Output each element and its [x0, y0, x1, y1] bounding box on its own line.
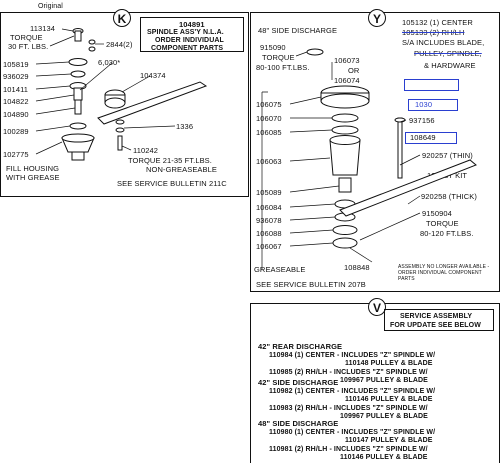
- part-number: 6,030*: [98, 58, 121, 67]
- y-bolt: [397, 117, 403, 179]
- section-line: 110985 (2) RH/LH - INCLUDES "Z" SPINDLE …: [269, 369, 428, 376]
- part-number: 9150904: [422, 209, 452, 218]
- fill-housing-label: FILL HOUSING: [6, 164, 60, 173]
- section-line: 110146 PULLEY & BLADE: [340, 454, 428, 461]
- note-line: & HARDWARE: [424, 61, 476, 70]
- note-line: 105132 (1) CENTER: [402, 18, 473, 27]
- panel-y-note: 105132 (1) CENTER 105133 (2) RH/LH S/A I…: [398, 17, 496, 83]
- note-line: SPINDLE ASS'Y N.L.A.: [147, 29, 224, 36]
- part-number: 108848: [344, 263, 370, 272]
- part-number: 1336: [176, 122, 194, 131]
- part-number: 104890: [3, 110, 29, 119]
- part-number: 104374: [140, 71, 166, 80]
- note-line: S/A INCLUDES BLADE,: [402, 38, 485, 47]
- section-title: 48" SIDE DISCHARGE: [258, 419, 339, 428]
- part-number: 920258 (THICK): [421, 192, 478, 201]
- part-number: 2844(2): [106, 40, 133, 49]
- torque-label: TORQUE: [262, 53, 295, 62]
- part-number: 113134: [30, 24, 56, 33]
- part-number: 936078: [256, 216, 282, 225]
- part-number: 104822: [3, 97, 29, 106]
- section-line: 110148 PULLEY & BLADE: [345, 360, 433, 367]
- section-line: 109967 PULLEY & BLADE: [340, 377, 428, 384]
- highlight-box: 108649: [405, 132, 457, 144]
- service-header: SERVICE ASSEMBLY: [400, 313, 473, 320]
- section-line: 110984 (1) CENTER - INCLUDES "Z" SPINDLE…: [269, 352, 436, 359]
- part-number: 105819: [3, 60, 29, 69]
- torque-label: TORQUE 21-35 FT.LBS.: [128, 156, 212, 165]
- torque-note: NON-GREASEABLE: [146, 165, 218, 174]
- torque-value: 80-120 FT.LBS.: [420, 229, 474, 238]
- part-number: 101411: [3, 85, 29, 94]
- service-header: FOR UPDATE SEE BELOW: [390, 322, 481, 329]
- part-number: 915090: [260, 43, 286, 52]
- k-spindle-stack: [61, 28, 96, 161]
- section-line: 110146 PULLEY & BLADE: [345, 396, 433, 403]
- torque-label: TORQUE: [10, 33, 43, 42]
- torque-label: TORQUE: [426, 219, 459, 228]
- k-pulley: [104, 89, 126, 109]
- part-number: 102775: [3, 150, 29, 159]
- greaseable-label: GREASEABLE: [254, 265, 306, 274]
- section-line: 110980 (1) CENTER - INCLUDES "Z" SPINDLE…: [269, 429, 436, 436]
- section-title: 42" SIDE DISCHARGE: [258, 378, 339, 387]
- section-line: 109967 PULLEY & BLADE: [340, 413, 428, 420]
- part-number: 106088: [256, 229, 282, 238]
- part-number: 110242: [133, 146, 159, 155]
- note-line: ORDER INDIVIDUAL: [155, 37, 224, 44]
- assembly-note: PARTS: [398, 276, 415, 282]
- note-line: COMPONENT PARTS: [151, 45, 224, 52]
- part-number: 920257 (THIN): [422, 151, 473, 160]
- note-line: PULLEY, SPINDLE,: [414, 49, 482, 58]
- assembly-note: ORDER INDIVIDUAL COMPONENT: [398, 270, 482, 276]
- original-label: Original: [38, 3, 63, 10]
- part-number: 106067: [256, 242, 282, 251]
- panel-v-letter: V: [368, 298, 386, 316]
- part-number: 105089: [256, 188, 282, 197]
- part-number: 108649: [410, 133, 436, 142]
- highlight-box: [404, 79, 459, 91]
- part-number: 106074: [334, 76, 360, 85]
- service-bulletin: SEE SERVICE BULLETIN 207B: [256, 280, 366, 289]
- discharge-label: 48" SIDE DISCHARGE: [258, 26, 338, 35]
- service-assembly-box: SERVICE ASSEMBLY FOR UPDATE SEE BELOW: [384, 309, 494, 331]
- part-number: 936029: [3, 72, 29, 81]
- part-number: 106063: [256, 157, 282, 166]
- service-bulletin: SEE SERVICE BULLETIN 211C: [117, 179, 227, 188]
- part-number: 1030: [415, 100, 433, 109]
- highlight-box: 1030: [408, 99, 458, 111]
- panel-k-note-box: 104891 SPINDLE ASS'Y N.L.A. ORDER INDIVI…: [140, 17, 244, 52]
- y-blade: [339, 159, 477, 217]
- or-label: OR: [348, 66, 360, 75]
- leader-lines: [35, 28, 421, 270]
- part-number: 106084: [256, 203, 282, 212]
- section-line: 110147 PULLEY & BLADE: [345, 437, 433, 444]
- section-line: 110983 (2) RH/LH - INCLUDES "Z" SPINDLE …: [269, 405, 428, 412]
- torque-value: 30 FT. LBS.: [8, 42, 49, 51]
- panel-y-letter: Y: [368, 9, 386, 27]
- note-line: 104891: [179, 20, 205, 29]
- part-number: 100289: [3, 127, 29, 136]
- section-title: 42" REAR DISCHARGE: [258, 342, 343, 351]
- part-number: 937156: [409, 116, 435, 125]
- panel-k-letter: K: [113, 9, 131, 27]
- part-number: 106070: [256, 114, 282, 123]
- fill-housing-label: WITH GREASE: [6, 173, 60, 182]
- section-line: 110982 (1) CENTER - INCLUDES "Z" SPINDLE…: [269, 388, 436, 395]
- part-number: 106075: [256, 100, 282, 109]
- torque-value: 80-100 FT.LBS.: [256, 63, 310, 72]
- note-line: 105133 (2) RH/LH: [402, 28, 465, 37]
- part-number: 106085: [256, 128, 282, 137]
- assembly-note: ASSEMBLY NO LONGER AVAILABLE -: [398, 264, 490, 270]
- k-blade: [97, 81, 208, 125]
- section-line: 110981 (2) RH/LH - INCLUDES "Z" SPINDLE …: [269, 446, 428, 453]
- part-number: 106073: [334, 56, 360, 65]
